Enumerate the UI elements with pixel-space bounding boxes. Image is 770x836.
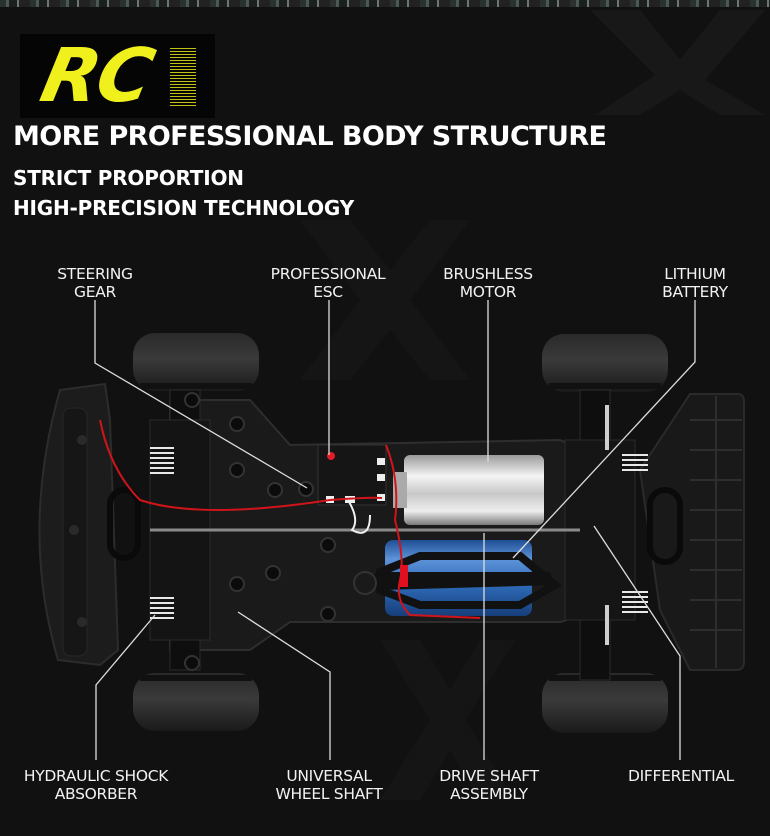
brushless-motor [393, 455, 544, 525]
page-headline: MORE PROFESSIONAL BODY STRUCTURE [13, 121, 607, 152]
label-line: DRIVE SHAFT [439, 767, 539, 785]
subheadline-proportion: STRICT PROPORTION [13, 166, 244, 190]
leader-differential [593, 525, 681, 760]
lithium-battery [353, 540, 563, 616]
leader-shock [95, 614, 156, 760]
label-line: ESC [313, 283, 343, 301]
shock-springs [150, 447, 648, 619]
label-lithium-battery: LITHIUM BATTERY [595, 265, 770, 301]
label-line: PROFESSIONAL [270, 265, 386, 283]
label-line: STEERING [57, 265, 133, 283]
label-steering-gear: STEERING GEAR [0, 265, 195, 301]
subheadline-precision: HIGH-PRECISION TECHNOLOGY [13, 196, 354, 220]
leader-steering-gear [94, 300, 308, 489]
label-drive-shaft-assembly: DRIVE SHAFT ASSEMBLY [389, 767, 589, 803]
label-line: UNIVERSAL [286, 767, 372, 785]
label-professional-esc: PROFESSIONAL ESC [228, 265, 428, 301]
label-line: MOTOR [459, 283, 517, 301]
label-differential: DIFFERENTIAL [581, 767, 770, 785]
label-line: BATTERY [662, 283, 728, 301]
label-line: GEAR [74, 283, 116, 301]
label-brushless-motor: BRUSHLESS MOTOR [388, 265, 588, 301]
label-line: LITHIUM [664, 265, 726, 283]
label-hydraulic-shock-absorber: HYDRAULIC SHOCK ABSORBER [0, 767, 196, 803]
esc-module [317, 444, 387, 506]
label-universal-wheel-shaft: UNIVERSAL WHEEL SHAFT [229, 767, 429, 803]
label-line: ASSEMBLY [450, 785, 528, 803]
label-line: WHEEL SHAFT [275, 785, 383, 803]
label-line: BRUSHLESS [443, 265, 533, 283]
leader-battery [512, 300, 696, 559]
logo-speed-streak [170, 48, 196, 106]
label-line: DIFFERENTIAL [628, 767, 734, 785]
callout-lines [94, 300, 696, 760]
tire-front-bottom [133, 673, 259, 731]
top-texture-strip [0, 0, 770, 7]
wires [99, 419, 481, 619]
tire-front-top [133, 333, 259, 391]
tire-rear-top [542, 334, 668, 392]
rear-wing [638, 393, 745, 671]
label-line: HYDRAULIC SHOCK [23, 767, 169, 785]
tire-rear-bottom [542, 673, 668, 733]
label-line: ABSORBER [54, 785, 138, 803]
leader-universal-shaft [237, 611, 331, 760]
